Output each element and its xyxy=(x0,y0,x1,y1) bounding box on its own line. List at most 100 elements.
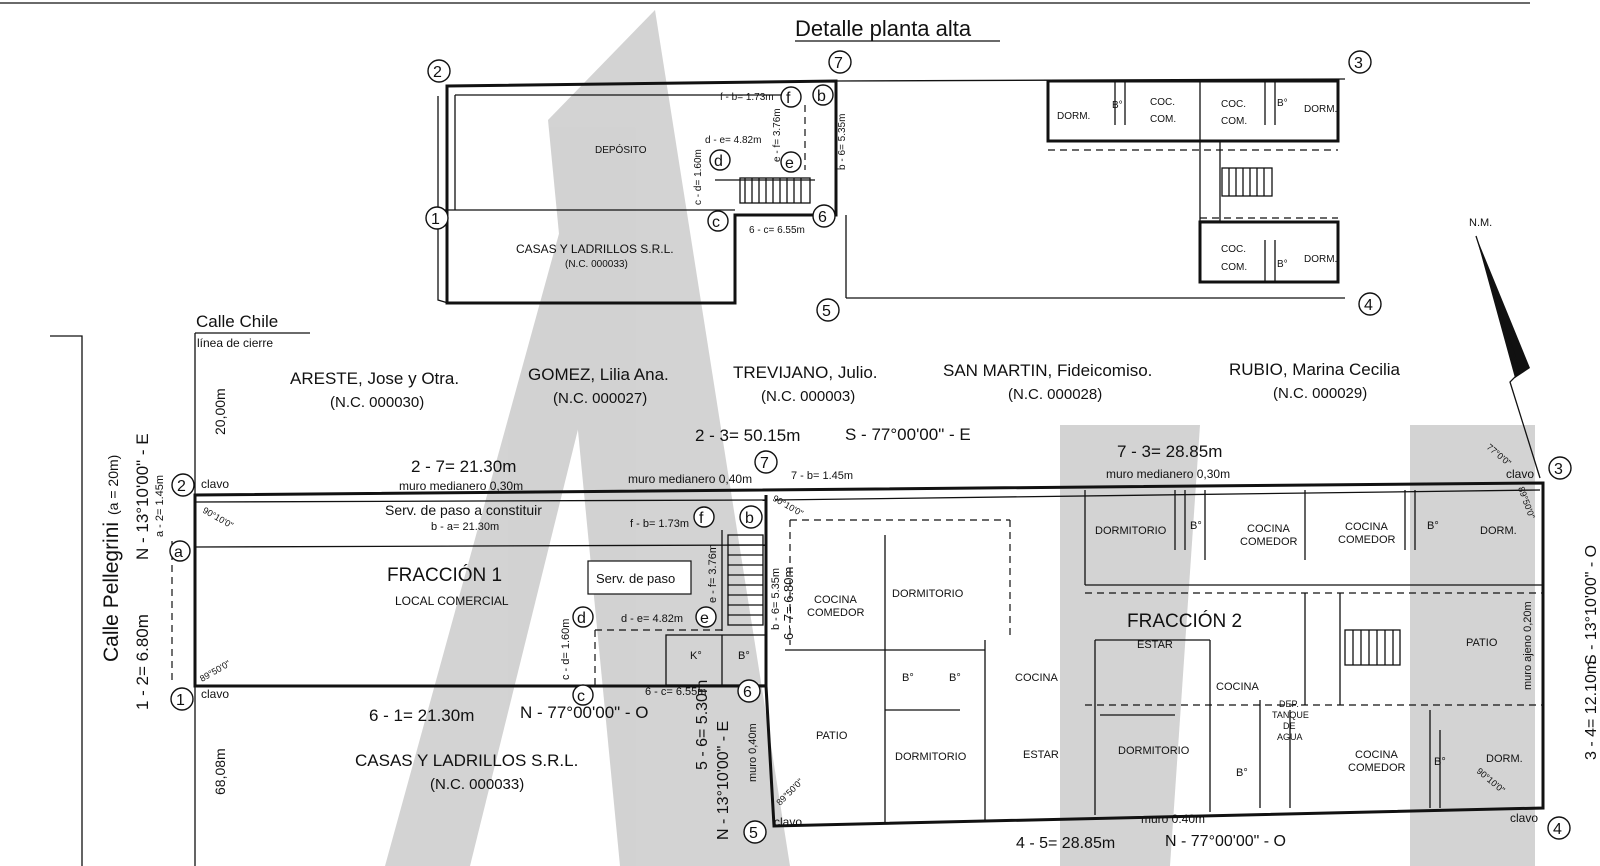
room-agua: AGUA xyxy=(1277,732,1303,742)
upper-room-bano-2: B° xyxy=(1277,98,1288,109)
room-cocina-comedor-1b: COMEDOR xyxy=(807,607,865,619)
muro-medianero-030-right: muro medianero 0,30m xyxy=(1106,467,1230,481)
dim-f-b: f - b= 1.73m xyxy=(630,518,689,530)
point-5-upper: 5 xyxy=(816,298,840,322)
serv-paso-box xyxy=(587,560,692,595)
neighbor-gomez-nc: (N.C. 000027) xyxy=(553,390,647,407)
watermark-logo xyxy=(385,10,1535,866)
north-arrow: N.M. xyxy=(1469,217,1541,479)
upper-room-dorm-1: DORM. xyxy=(1057,111,1090,122)
clavo-3: clavo xyxy=(1506,467,1534,481)
svg-text:7: 7 xyxy=(834,55,843,72)
dim-6-7: 6 - 7= 6.80m xyxy=(781,567,796,640)
svg-text:7: 7 xyxy=(760,455,769,472)
svg-text:2: 2 xyxy=(177,478,186,495)
svg-text:3: 3 xyxy=(1354,55,1363,72)
muro-040-vertical: muro 0,40m xyxy=(747,723,759,782)
muro-ajeno: muro ajeno 0,20m xyxy=(1522,601,1534,690)
room-dormitorio-3: DORMITORIO xyxy=(1118,745,1190,757)
svg-text:5: 5 xyxy=(822,303,831,320)
room-cocina-comedor-1a: COCINA xyxy=(814,594,857,606)
main-lot-outline xyxy=(171,481,1545,828)
dim-2-7: 2 - 7= 21.30m xyxy=(411,457,516,476)
bath-small: B° xyxy=(738,650,750,662)
room-dorm-1: DORM. xyxy=(1486,753,1523,765)
point-4: 4 xyxy=(1547,816,1571,840)
upper-labels: DEPÓSITO CASAS Y LADRILLOS S.R.L. (N.C. … xyxy=(516,92,1337,273)
room-cocina-comedor-4b: COMEDOR xyxy=(1338,534,1396,546)
upper-room-com-3: COM. xyxy=(1221,262,1247,273)
angle-2: 90°10'0" xyxy=(201,505,235,530)
upper-owner-label: CASAS Y LADRILLOS S.R.L. xyxy=(516,242,674,256)
room-dep: DEP. xyxy=(1279,699,1299,709)
room-patio-2: PATIO xyxy=(1466,637,1498,649)
calle-pellegrini-label: Calle Pellegrini xyxy=(100,522,123,662)
upper-b6-dim: b - 6= 5.35m xyxy=(837,114,848,170)
rumbo-2-3: S - 77°00'00" - E xyxy=(845,425,971,444)
room-bano-2: B° xyxy=(949,672,961,684)
room-bano-6: B° xyxy=(1427,520,1439,532)
upper-6c-dim: 6 - c= 6.55m xyxy=(749,225,805,236)
serv-paso-label: Serv. de paso xyxy=(596,571,675,586)
svg-text:1: 1 xyxy=(176,692,185,709)
svg-text:5: 5 xyxy=(749,825,758,842)
dim-7-b: 7 - b= 1.45m xyxy=(791,470,853,482)
upper-room-coc-2: COC. xyxy=(1221,99,1246,110)
room-bano-3: B° xyxy=(1236,767,1248,779)
clavo-1: clavo xyxy=(201,687,229,701)
svg-text:b: b xyxy=(745,510,754,527)
svg-text:6: 6 xyxy=(743,684,752,701)
room-cocina-comedor-2a: COCINA xyxy=(1355,749,1398,761)
point-7: 7 xyxy=(754,450,778,474)
point-markers: 2 7 3 1 6 5 4 f b e d c 2 a 1 7 f b d e … xyxy=(169,50,1572,844)
svg-text:d: d xyxy=(577,610,586,627)
upper-de-dim: d - e= 4.82m xyxy=(705,135,761,146)
svg-text:3: 3 xyxy=(1554,461,1563,478)
deposito-label: DEPÓSITO xyxy=(595,143,647,156)
upper-ef-dim: e - f= 3.76m xyxy=(772,108,783,162)
neighbor-rubio-nc: (N.C. 000029) xyxy=(1273,385,1367,402)
neighbor-sanmartin-nc: (N.C. 000028) xyxy=(1008,386,1102,403)
svg-text:b: b xyxy=(817,88,826,105)
room-bano-4: B° xyxy=(1434,756,1446,768)
upper-cd-dim: c - d= 1.60m xyxy=(693,149,704,205)
room-cocina-2: COCINA xyxy=(1216,681,1259,693)
neighbor-rubio-name: RUBIO, Marina Cecilia xyxy=(1229,360,1401,379)
angle-1: 89°50'0" xyxy=(198,658,232,683)
fraccion-1-label: FRACCIÓN 1 xyxy=(387,564,502,586)
linea-cierre-label: línea de cierre xyxy=(197,336,273,350)
rumbo-1-2: N - 13°10'00" - E xyxy=(133,433,152,560)
room-labels: COCINA COMEDOR DORMITORIO B° B° COCINA E… xyxy=(807,520,1523,779)
svg-text:f: f xyxy=(786,90,791,107)
dim-c-d: c - d= 1.60m xyxy=(560,619,572,680)
point-b-upper: b xyxy=(812,84,834,106)
main-lot-labels: 2 - 7= 21.30m muro medianero 0,30m muro … xyxy=(133,425,1600,852)
point-d-upper: d xyxy=(709,149,731,171)
point-2-upper: 2 xyxy=(427,59,451,83)
rumbo-3-4: S - 13°10'00" - O xyxy=(1583,545,1600,665)
room-cocina-comedor-3a: COCINA xyxy=(1247,523,1290,535)
svg-text:2: 2 xyxy=(433,64,442,81)
point-2: 2 xyxy=(171,473,195,497)
point-c: c xyxy=(572,684,594,706)
neighbor-casas-nc: (N.C. 000033) xyxy=(430,776,524,793)
dim-b-6: b - 6= 5.35m xyxy=(770,568,782,630)
upper-room-coc-1: COC. xyxy=(1150,97,1175,108)
fraccion-2-label: FRACCIÓN 2 xyxy=(1127,610,1242,632)
point-7-upper: 7 xyxy=(828,50,852,74)
neighbor-casas-name: CASAS Y LADRILLOS S.R.L. xyxy=(355,751,578,770)
point-6: 6 xyxy=(737,679,761,703)
point-6-upper: 6 xyxy=(812,204,836,228)
room-de: DE xyxy=(1283,721,1296,731)
svg-text:c: c xyxy=(577,688,585,705)
upper-room-com-1: COM. xyxy=(1150,114,1176,125)
svg-text:c: c xyxy=(712,214,720,231)
rumbo-6-1: N - 77°00'00" - O xyxy=(520,703,649,722)
dim-2-3: 2 - 3= 50.15m xyxy=(695,426,800,445)
room-bano-1: B° xyxy=(902,672,914,684)
clavo-4: clavo xyxy=(1510,811,1538,825)
dim-4-5: 4 - 5= 28.85m xyxy=(1016,835,1115,852)
point-4-upper: 4 xyxy=(1358,292,1382,316)
neighbor-labels: ARESTE, Jose y Otra. (N.C. 000030) GOMEZ… xyxy=(290,360,1401,793)
